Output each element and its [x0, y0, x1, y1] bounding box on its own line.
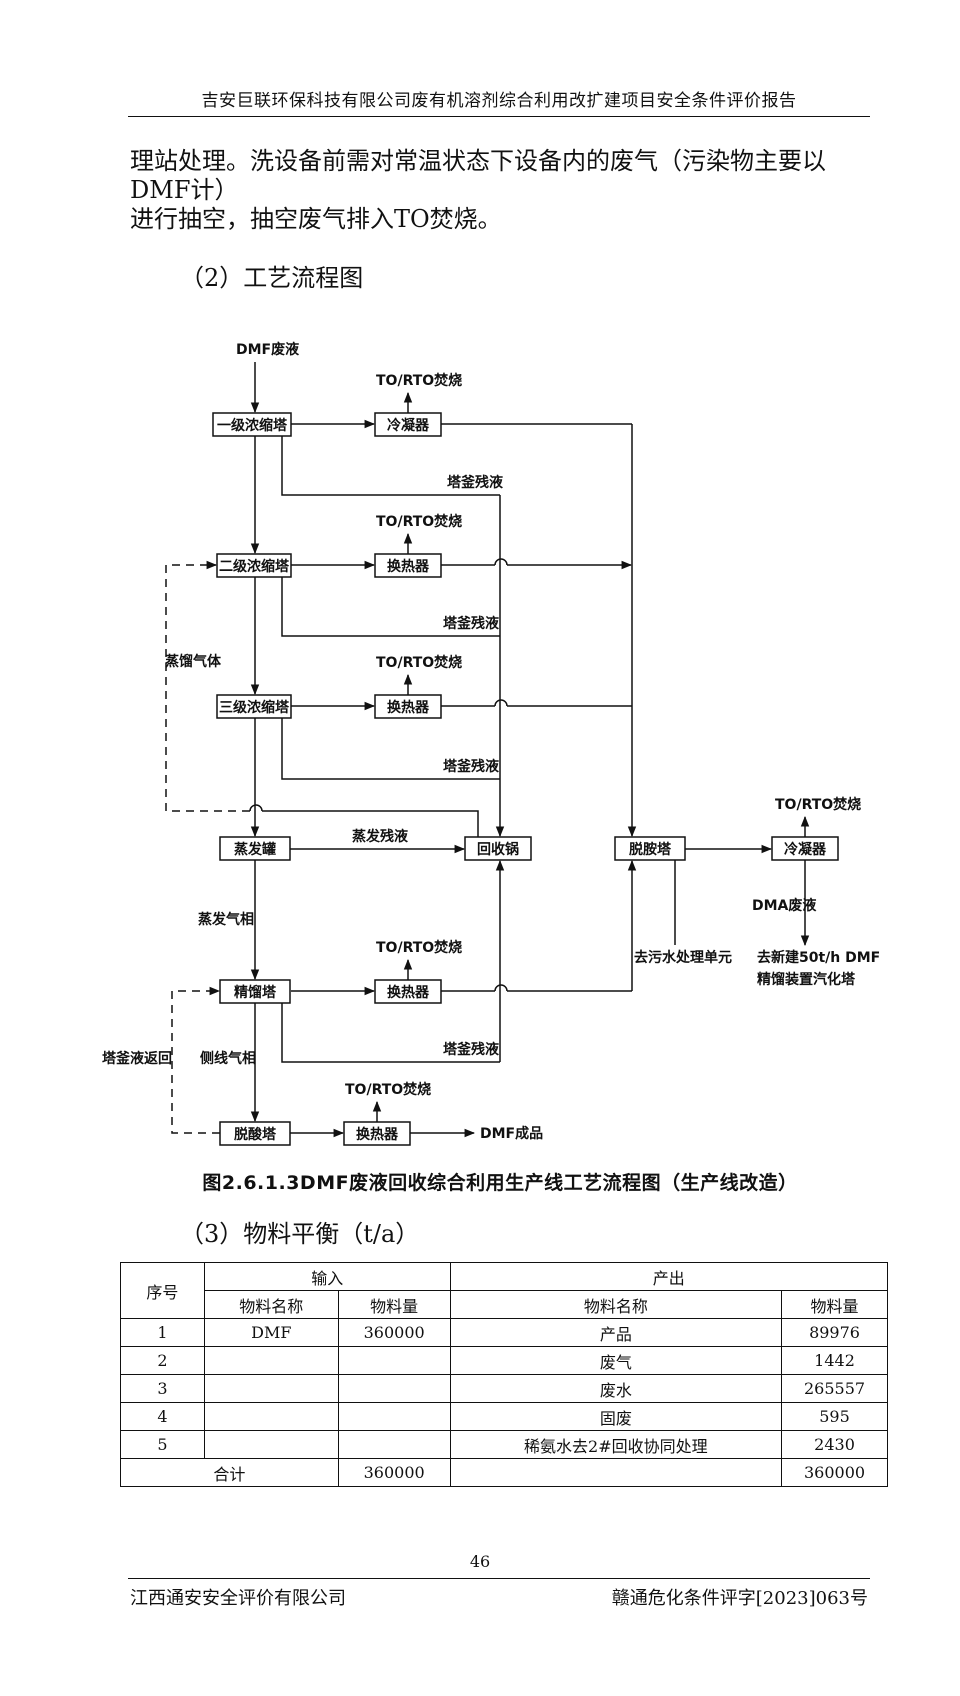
box-label-conc1: 一级浓缩塔: [217, 417, 288, 434]
section-2-heading: （2）工艺流程图: [180, 264, 364, 292]
table-row: 5 稀氨水去2#回收协同处理 2430: [120, 1430, 888, 1459]
label-to-rto-2: TO/RTO焚烧: [376, 513, 462, 530]
label-dmf-product: DMF成品: [480, 1125, 543, 1142]
box-conc1: [212, 412, 292, 437]
header-divider: [128, 116, 870, 117]
box-evap: [219, 836, 291, 861]
footer-divider: [128, 1578, 870, 1579]
label-to-rto-1: TO/RTO焚烧: [376, 372, 462, 389]
label-residue-3: 塔釜残液: [443, 758, 500, 775]
box-label-recov: 回收锅: [477, 841, 519, 858]
material-balance-table: 序号 输入 产出 物料名称 物料量 物料名称 物料量 1 DMF 360000 …: [120, 1262, 889, 1487]
box-label-conc2: 二级浓缩塔: [219, 558, 290, 575]
box-conc3: [216, 694, 292, 719]
total-label: 合计: [120, 1458, 339, 1487]
body-line-2: 进行抽空，抽空废气排入TO焚烧。: [130, 205, 502, 233]
box-label-cond2: 冷凝器: [784, 841, 827, 858]
label-residue-2: 塔釜残液: [443, 615, 500, 632]
box-label-deamine: 脱胺塔: [629, 841, 672, 858]
box-label-hx4: 换热器: [387, 984, 430, 1001]
section-3-heading: （3）物料平衡（t/a）: [180, 1220, 420, 1248]
box-cond2: [771, 836, 839, 861]
box-label-hx5: 换热器: [356, 1126, 399, 1143]
table-row: 4 固废 595: [120, 1402, 888, 1431]
header-out-name: 物料名称: [449, 1290, 783, 1319]
box-label-cond1: 冷凝器: [387, 417, 430, 434]
label-evap-residue: 蒸发残液: [352, 828, 409, 845]
table-row: 2 废气 1442: [120, 1346, 888, 1375]
label-to-new-2: 精馏装置汽化塔: [757, 971, 856, 988]
label-residue-1: 塔釜残液: [447, 474, 504, 491]
box-cond1: [374, 412, 442, 437]
box-rect: [219, 979, 291, 1004]
label-side-gas: 侧线气相: [200, 1050, 256, 1067]
box-hx4: [374, 979, 442, 1004]
label-residue-4: 塔釜残液: [443, 1041, 500, 1058]
label-dmf-waste: DMF废液: [236, 341, 300, 358]
label-distill-gas: 蒸馏气体: [165, 653, 222, 670]
header-in-name: 物料名称: [203, 1290, 339, 1319]
page-number: 46: [469, 1552, 491, 1571]
label-to-rto-4: TO/RTO焚烧: [775, 796, 861, 813]
box-label-evap: 蒸发罐: [234, 841, 276, 858]
page-header-title: 吉安巨联环保科技有限公司废有机溶剂综合利用改扩建项目安全条件评价报告: [201, 91, 797, 111]
total-output: 360000: [781, 1458, 888, 1487]
footer-company: 江西通安安全评价有限公司: [130, 1588, 346, 1609]
header-out-amount: 物料量: [781, 1290, 888, 1319]
box-deacid: [219, 1121, 291, 1146]
box-label-conc3: 三级浓缩塔: [219, 699, 290, 716]
label-dma-waste: DMA废液: [752, 897, 817, 914]
label-to-rto-5: TO/RTO焚烧: [376, 939, 462, 956]
box-label-hx2: 换热器: [387, 558, 430, 575]
box-deamine: [614, 836, 686, 861]
header-input: 输入: [203, 1262, 451, 1291]
label-to-rto-3: TO/RTO焚烧: [376, 654, 462, 671]
box-label-hx3: 换热器: [387, 699, 430, 716]
header-in-amount: 物料量: [337, 1290, 451, 1319]
label-evap-gas: 蒸发气相: [198, 911, 254, 928]
figure-caption: 图2.6.1.3DMF废液回收综合利用生产线工艺流程图（生产线改造）: [202, 1172, 798, 1194]
box-hx3: [374, 694, 442, 719]
label-to-rto-6: TO/RTO焚烧: [345, 1081, 431, 1098]
label-reflux: 塔釜液返回: [102, 1050, 172, 1067]
body-line-1: 理站处理。洗设备前需对常温状态下设备内的废气（污染物主要以DMF计）: [130, 147, 826, 204]
box-label-rect: 精馏塔: [234, 984, 277, 1001]
table-row: 1 DMF 360000 产品 89976: [120, 1318, 888, 1347]
box-label-deacid: 脱酸塔: [234, 1126, 277, 1143]
table-total-row: 合计 360000 360000: [120, 1458, 888, 1487]
box-hx2: [374, 553, 442, 578]
box-hx5: [343, 1121, 411, 1146]
header-seq: 序号: [120, 1262, 205, 1319]
header-output: 产出: [449, 1262, 889, 1291]
footer-doc-number: 赣通危化条件评字[2023]063号: [611, 1588, 868, 1609]
box-recov: [464, 836, 532, 861]
label-to-wastewater: 去污水处理单元: [634, 949, 732, 966]
label-to-new-1: 去新建50t/h DMF: [757, 949, 880, 966]
table-row: 3 废水 265557: [120, 1374, 888, 1403]
total-input: 360000: [337, 1458, 451, 1487]
box-conc2: [216, 553, 292, 578]
